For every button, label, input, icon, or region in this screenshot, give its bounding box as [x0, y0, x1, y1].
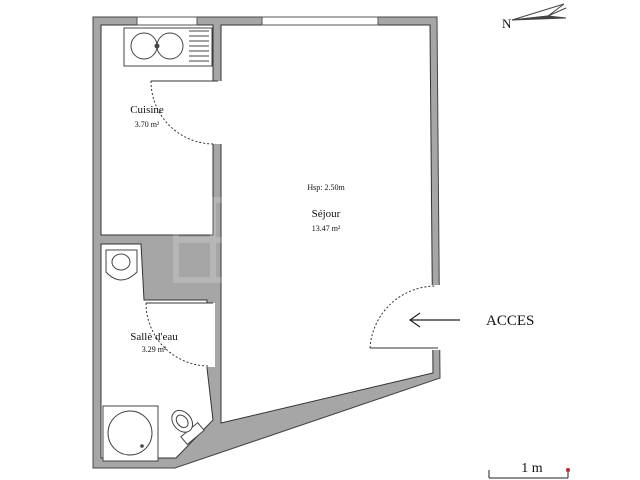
watermark — [173, 197, 253, 283]
window-cuisine — [136, 16, 198, 26]
drainer-rack — [189, 30, 209, 62]
door-swing-salle-deau — [145, 302, 210, 367]
toilet — [171, 409, 205, 446]
north-label: N — [502, 16, 512, 31]
door-gap-cuisine — [212, 81, 222, 144]
shower-tray — [102, 405, 159, 462]
label-cuisine: Cuisine — [130, 104, 164, 116]
washbasin — [105, 249, 138, 281]
sink-tap — [154, 43, 160, 49]
entrance-arrow-icon — [408, 312, 460, 328]
area-sejour: 13.47 m² — [312, 224, 341, 233]
door-swing-cuisine — [150, 80, 215, 145]
area-salle-deau: 3.29 m² — [142, 345, 167, 354]
label-salle-deau: Sallè d'eau — [130, 331, 178, 343]
sink-bowl-left — [130, 32, 158, 60]
sink-bowl-right — [156, 32, 184, 60]
ceiling-height: Hsp: 2.50m — [307, 183, 345, 192]
window-sejour — [261, 16, 379, 26]
label-sejour: Séjour — [312, 208, 341, 220]
scale-bar-label: 1 m — [521, 461, 543, 476]
door-gap-entrance — [430, 285, 442, 350]
entrance-label: ACCES — [486, 313, 534, 329]
door-swing-entrance — [369, 285, 437, 349]
north-arrow-icon — [511, 3, 567, 21]
door-gap-salle-deau — [203, 303, 215, 367]
scale-bar-end-dot — [566, 468, 570, 472]
area-cuisine: 3.70 m² — [135, 120, 160, 129]
